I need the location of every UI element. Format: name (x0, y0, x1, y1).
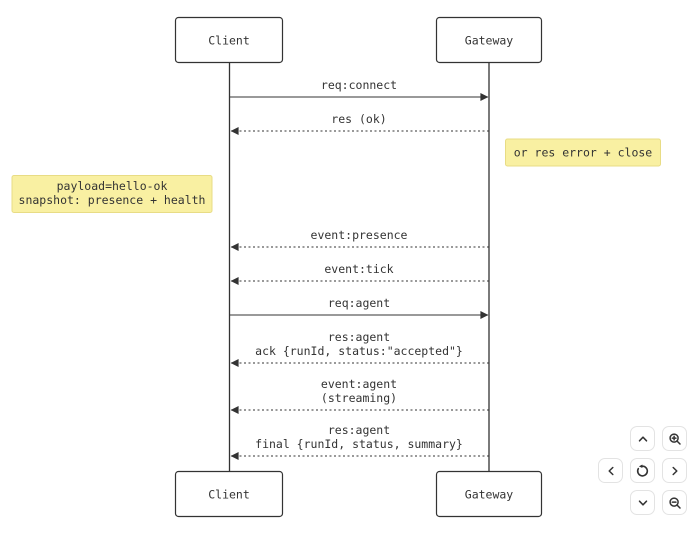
reset-icon (636, 464, 649, 477)
zoom-in-button[interactable] (662, 426, 687, 451)
message-label: final {runId, status, summary} (255, 437, 463, 451)
participant-label: Client (208, 34, 250, 48)
pan-left-button[interactable] (598, 458, 623, 483)
chevron-right-icon (671, 466, 678, 475)
message-label: req:connect (321, 78, 397, 92)
message-label: res:agent (328, 423, 390, 437)
note-background (505, 138, 661, 167)
zoom-out-icon (668, 496, 681, 509)
note-text: payload=hello-ok (57, 179, 168, 193)
message-label: event:tick (324, 262, 393, 276)
zoom-out-button[interactable] (662, 490, 687, 515)
pan-down-button[interactable] (630, 490, 655, 515)
zoom-in-icon (668, 432, 681, 445)
participant-box (174, 470, 284, 518)
participant-client-top: Client (174, 16, 284, 64)
participant-client-bottom: Client (174, 470, 284, 518)
note-right: or res error + close (505, 138, 661, 167)
reset-view-button[interactable] (630, 458, 655, 483)
note-background (11, 175, 213, 213)
message-label: req:agent (328, 296, 390, 310)
participant-label: Gateway (465, 488, 514, 502)
message-label: res:agent (328, 330, 390, 344)
message-label: (streaming) (321, 391, 397, 405)
message-label: event:presence (311, 228, 408, 242)
chevron-up-icon (638, 435, 647, 442)
message-label: res (ok) (331, 112, 386, 126)
pan-zoom-controls (598, 426, 687, 515)
chevron-down-icon (638, 499, 647, 506)
note-left: payload=hello-ok snapshot: presence + he… (11, 175, 213, 213)
pan-up-button[interactable] (630, 426, 655, 451)
pan-right-button[interactable] (662, 458, 687, 483)
participant-box (435, 470, 543, 518)
participant-gateway-bottom: Gateway (435, 470, 543, 518)
message-label: ack {runId, status:"accepted"} (255, 344, 463, 358)
participant-label: Gateway (465, 34, 514, 48)
participant-label: Client (208, 488, 250, 502)
participant-gateway-top: Gateway (435, 16, 543, 64)
participant-box (435, 16, 543, 64)
note-text: snapshot: presence + health (19, 193, 206, 207)
note-text: or res error + close (514, 146, 653, 160)
chevron-left-icon (607, 466, 614, 475)
message-label: event:agent (321, 377, 397, 391)
participant-box (174, 16, 284, 64)
